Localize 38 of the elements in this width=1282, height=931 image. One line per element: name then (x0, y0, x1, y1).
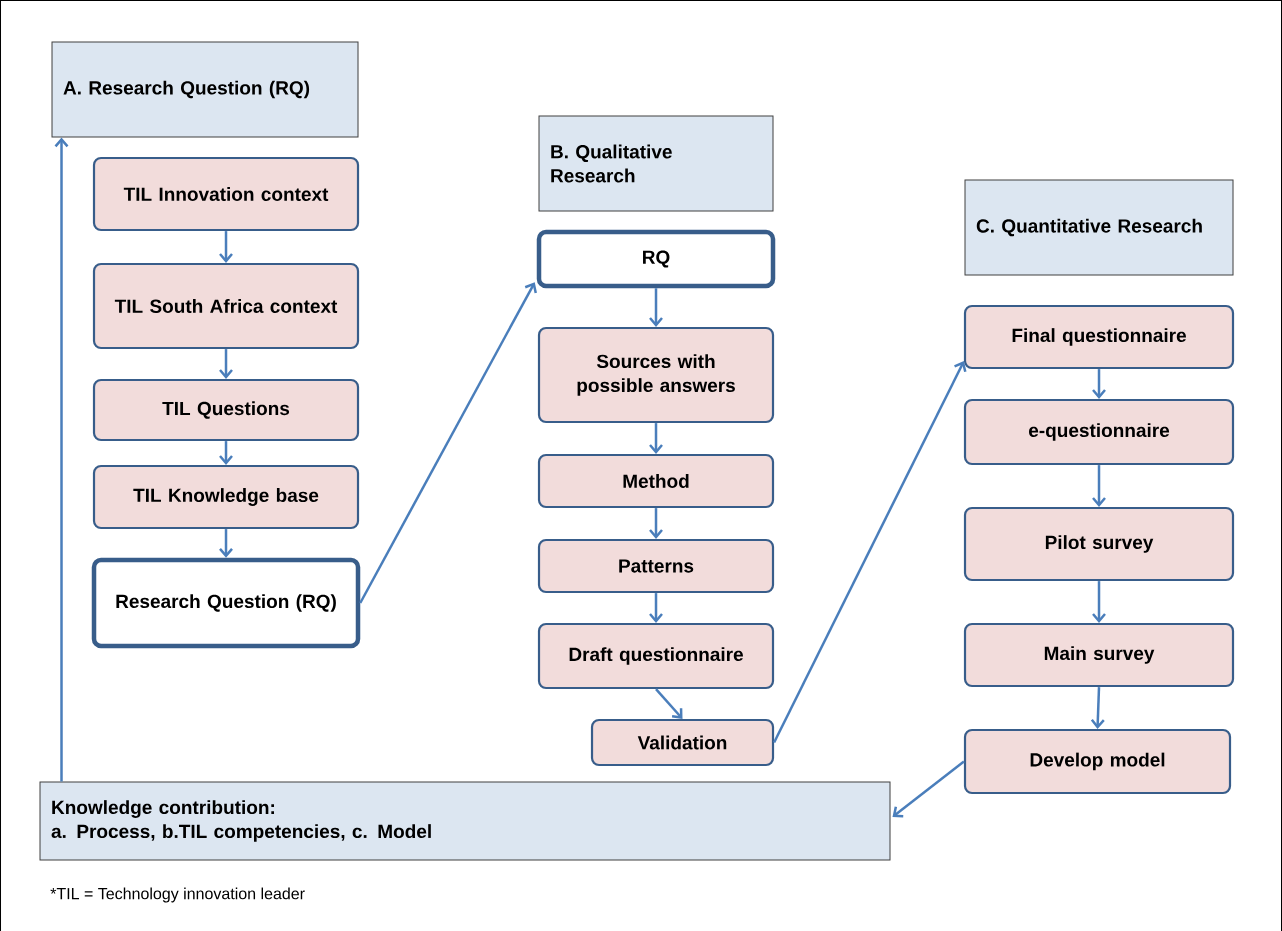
process-box: Method (537, 453, 775, 509)
process-box: Sources with possible answers (537, 326, 775, 424)
arrow (1092, 465, 1106, 507)
process-box: Patterns (537, 538, 775, 594)
heading-box: B. Qualitative Research (538, 115, 774, 212)
arrow (359, 282, 537, 604)
arrow (54, 137, 69, 782)
process-box: TIL Innovation context (92, 156, 360, 232)
process-box: TIL South Africa context (92, 262, 360, 350)
arrow (1092, 369, 1106, 399)
process-box: Develop model (963, 728, 1232, 795)
arrow (892, 760, 965, 818)
arrow (655, 688, 683, 719)
arrow (219, 349, 233, 379)
process-box: Pilot survey (963, 506, 1235, 582)
process-box: TIL Knowledge base (92, 464, 360, 530)
heading-box: C. Quantitative Research (964, 179, 1234, 276)
arrow (773, 361, 967, 744)
arrow (219, 231, 233, 263)
question-box: RQ (536, 229, 776, 289)
arrow (649, 508, 663, 539)
arrow (649, 593, 663, 623)
process-box: Final questionnaire (963, 304, 1235, 370)
process-box: Draft questionnaire (537, 622, 775, 690)
arrow (1090, 687, 1105, 729)
arrow (219, 529, 233, 558)
process-box: TIL Questions (92, 378, 360, 442)
question-box: Research Question (RQ) (91, 557, 361, 649)
process-box: Main survey (963, 622, 1235, 688)
contribution-box: Knowledge contribution: a. Process, b.TIL competencies, c. Model (39, 781, 891, 861)
heading-box: A. Research Question (RQ) (51, 41, 359, 138)
arrow (649, 288, 663, 327)
process-box: e-questionnaire (963, 398, 1235, 466)
process-box: Validation (590, 718, 775, 767)
arrow (649, 423, 663, 454)
footnote: *TIL = Technology innovation leader (50, 887, 305, 903)
arrow (1092, 581, 1106, 623)
arrow (219, 441, 233, 465)
